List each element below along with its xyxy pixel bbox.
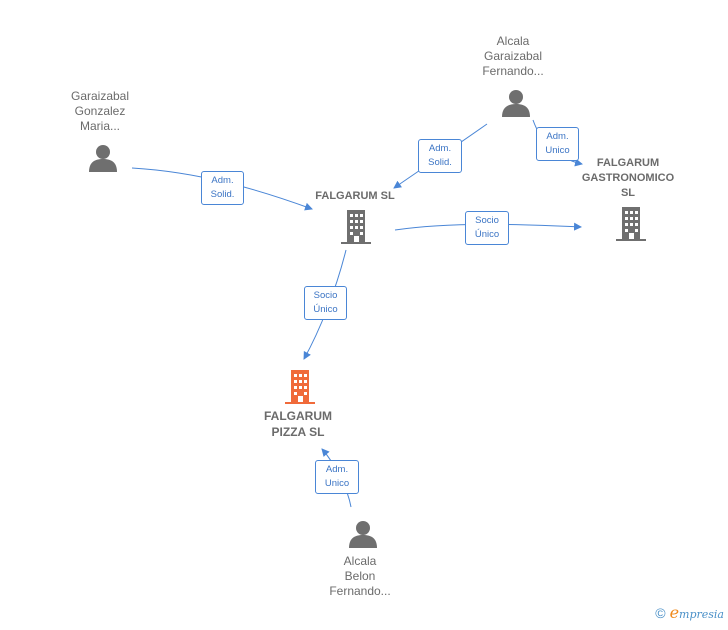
node-alcala-garaizabal-label[interactable]: Alcala Garaizabal Fernando... [482, 34, 544, 78]
copyright-icon: © [655, 604, 666, 621]
building-icon-highlighted[interactable] [285, 369, 315, 404]
person-icon[interactable] [501, 88, 531, 118]
node-garaizabal-label[interactable]: Garaizabal Gonzalez Maria... [70, 89, 130, 133]
node-falgarum-gastronomico-label[interactable]: FALGARUM GASTRONOMICO SL [581, 157, 675, 199]
edge-label-belon-pizza[interactable]: Adm. Unico [315, 460, 359, 494]
edge-label-alcala-falgarum[interactable]: Adm. Solid. [418, 139, 462, 173]
building-icon[interactable] [616, 206, 646, 241]
building-icon[interactable] [341, 209, 371, 244]
person-icon[interactable] [348, 519, 378, 549]
edge-label-falgarum-pizza[interactable]: Socio Único [304, 286, 347, 320]
edge-label-falgarum-gastronomico[interactable]: Socio Único [465, 211, 509, 245]
brand-footer[interactable]: © empresia [655, 603, 724, 622]
edge-label-alcala-gastronomico[interactable]: Adm. Unico [536, 127, 579, 161]
person-icon[interactable] [88, 143, 118, 173]
edge-label-garaizabal-falgarum[interactable]: Adm. Solid. [201, 171, 244, 205]
brand-logo: empresia [669, 603, 724, 622]
node-alcala-belon-label[interactable]: Alcala Belon Fernando... [329, 554, 391, 598]
node-falgarum-pizza-label[interactable]: FALGARUM PIZZA SL [264, 409, 332, 439]
node-falgarum-sl-label[interactable]: FALGARUM SL [315, 190, 395, 202]
